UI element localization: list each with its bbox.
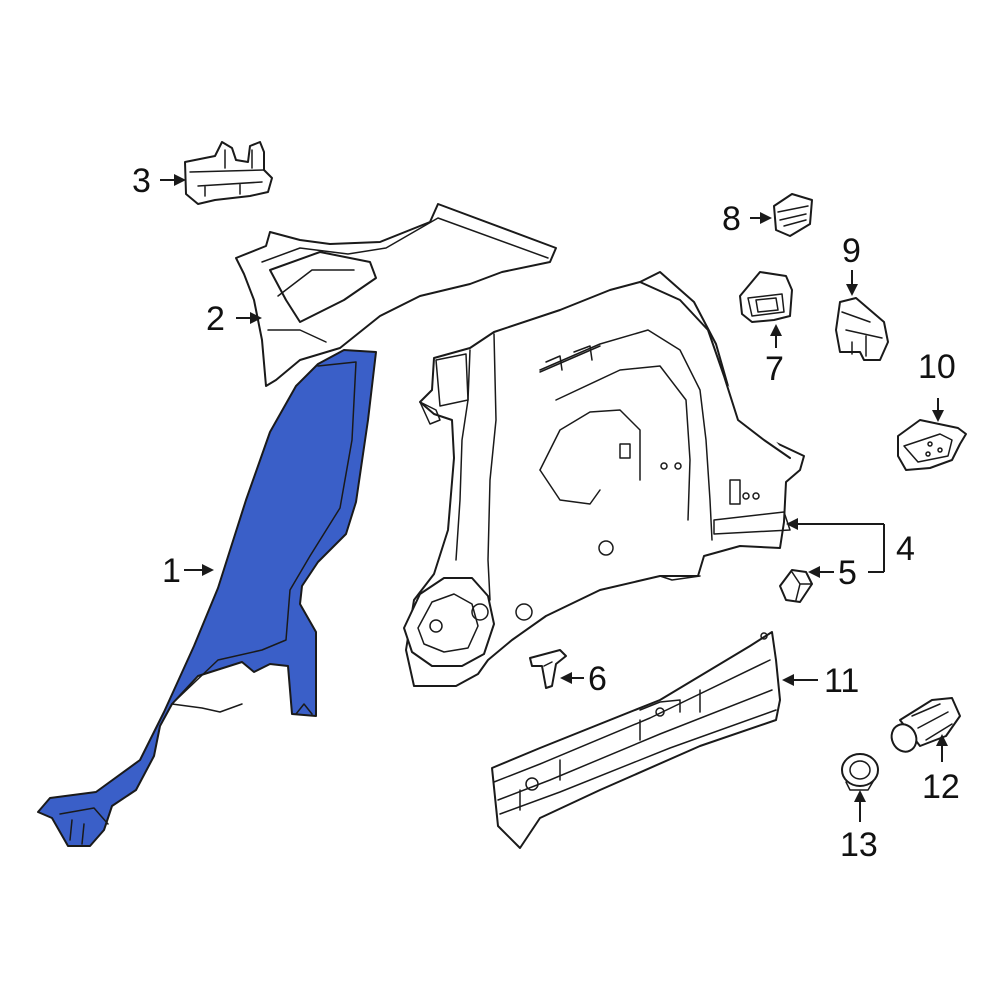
part-5-quarter-panel-plug[interactable]: [779, 569, 813, 603]
callout-5[interactable]: 5: [838, 554, 857, 592]
callout-3[interactable]: 3: [132, 162, 151, 200]
part-6-small-bracket[interactable]: [529, 649, 567, 689]
callout-12[interactable]: 12: [922, 768, 960, 806]
callout-1[interactable]: 1: [162, 552, 181, 590]
part-12-push-pin-retainer[interactable]: [887, 697, 961, 756]
part-1-pillar-trim-panel[interactable]: [37, 349, 377, 847]
callout-6[interactable]: 6: [588, 660, 607, 698]
callout-7[interactable]: 7: [765, 350, 784, 388]
callout-13[interactable]: 13: [840, 826, 878, 864]
part-10-retainer-bracket[interactable]: [897, 419, 967, 471]
part-9-mounting-bracket[interactable]: [835, 297, 889, 361]
leader-lines: [160, 174, 948, 822]
part-3-trim-bracket[interactable]: [184, 141, 273, 205]
part-7-clip-bracket[interactable]: [739, 271, 793, 323]
callout-2[interactable]: 2: [206, 300, 225, 338]
callout-8[interactable]: 8: [722, 200, 741, 238]
callout-4[interactable]: 4: [896, 530, 915, 568]
part-11-rocker-panel-reinforcement[interactable]: [491, 631, 781, 849]
callout-10[interactable]: 10: [918, 348, 956, 386]
part-8-retainer-clip[interactable]: [773, 193, 813, 237]
part-13-grommet[interactable]: [841, 753, 879, 791]
callout-labels: 3 2 1 4 5 6 7 8 9 10 11 12 13: [132, 162, 960, 864]
part-4-quarter-panel-assembly[interactable]: [403, 271, 805, 687]
part-2-upper-quarter-trim-panel[interactable]: [235, 203, 557, 387]
callout-9[interactable]: 9: [842, 232, 861, 270]
callout-11[interactable]: 11: [824, 662, 859, 700]
